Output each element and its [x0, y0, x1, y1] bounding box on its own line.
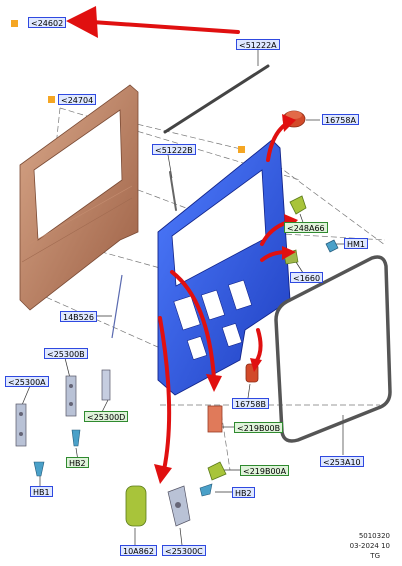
- callout-51222b[interactable]: <51222B: [152, 144, 196, 155]
- callout-hb2-right[interactable]: HB2: [232, 487, 255, 498]
- callout-248a66[interactable]: <248A66: [284, 222, 328, 233]
- door-seal: [274, 255, 392, 443]
- cover-10a862: [125, 485, 147, 527]
- orange-marker: [48, 96, 55, 103]
- bolts: [33, 429, 213, 497]
- rod-14b526: [111, 274, 123, 339]
- door-inner-panel: [157, 139, 291, 396]
- callout-14b526[interactable]: 14B526: [60, 311, 97, 322]
- orange-marker: [238, 146, 245, 153]
- footer-code: 5010320: [358, 532, 390, 540]
- green-part-248a66: [289, 195, 307, 215]
- orange-marker: [11, 20, 18, 27]
- callout-10a862[interactable]: 10A862: [120, 545, 157, 556]
- side-seal-strip: [169, 171, 177, 211]
- callout-hb2-left[interactable]: HB2: [66, 457, 89, 468]
- callout-25300d[interactable]: <25300D: [84, 411, 129, 422]
- green-part-219b00a: [207, 461, 227, 481]
- callout-24602[interactable]: <24602: [28, 17, 67, 28]
- hinge-25300a: [15, 403, 27, 447]
- callout-219b00a[interactable]: <219B00A: [240, 465, 290, 476]
- leader-lines: [21, 49, 345, 546]
- hinge-25300b: [65, 375, 77, 417]
- callout-16758b[interactable]: 16758B: [232, 398, 269, 409]
- callout-25300b[interactable]: <25300B: [44, 348, 88, 359]
- hinge-25300c: [167, 485, 191, 527]
- callout-51222a[interactable]: <51222A: [236, 39, 280, 50]
- door-outer-shell: [19, 84, 139, 311]
- footer-initials: TG: [370, 552, 380, 560]
- red-arrowheads: [66, 6, 298, 484]
- callout-25300a[interactable]: <25300A: [5, 376, 49, 387]
- callout-219b00b[interactable]: <219B00B: [234, 422, 284, 433]
- callout-25300c[interactable]: <25300C: [162, 545, 206, 556]
- callout-hm1[interactable]: HM1: [344, 238, 369, 249]
- callout-24704[interactable]: <24704: [58, 94, 97, 105]
- callout-253a10[interactable]: <253A10: [320, 456, 364, 467]
- footer-date: 03-2024 10: [349, 542, 390, 550]
- callout-hb1[interactable]: HB1: [30, 486, 53, 497]
- callout-1660[interactable]: <1660: [290, 272, 324, 283]
- upper-seal-strip: [163, 64, 270, 134]
- callout-16758a[interactable]: 16758A: [322, 114, 359, 125]
- stop-block-219b00b: [207, 405, 223, 433]
- hinge-25300d: [101, 369, 111, 401]
